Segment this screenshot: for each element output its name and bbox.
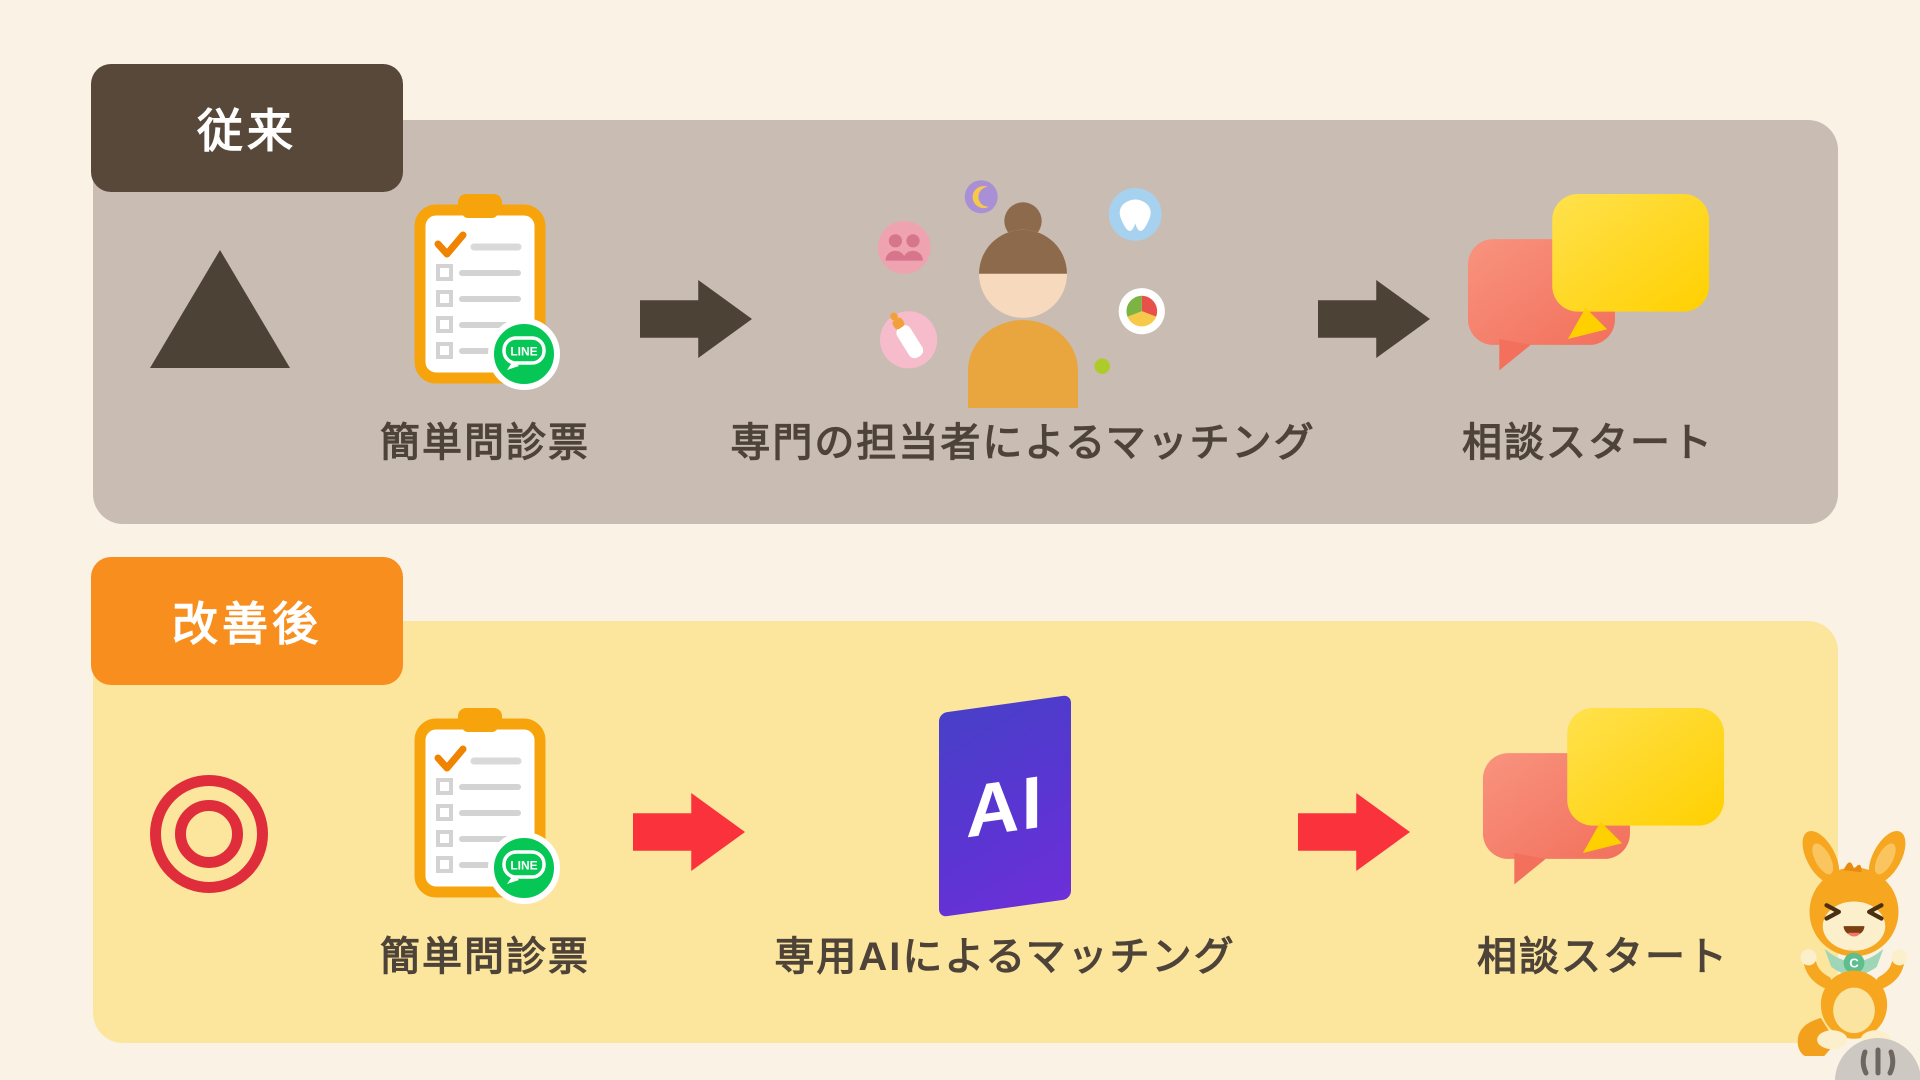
chat-bubbles-graphic xyxy=(1482,707,1724,884)
step-label-consult-start-after: 相談スタート xyxy=(1477,935,1729,979)
step-consult-start-before: 相談スタート xyxy=(1438,186,1738,468)
step-consult-start-after: 相談スタート xyxy=(1448,700,1758,982)
step-label-questionnaire-after: 簡単問診票 xyxy=(380,935,590,979)
double-circle-icon xyxy=(150,775,268,893)
human-agent-icon xyxy=(858,179,1188,408)
ai-badge-graphic: AI xyxy=(939,694,1071,918)
svg-text:LINE: LINE xyxy=(510,859,537,873)
paw-marks-icon xyxy=(1860,1047,1896,1076)
mascot-kangaroo: C xyxy=(1783,800,1920,1059)
line-badge-icon: LINE xyxy=(488,832,560,904)
chat-bubbles-graphic xyxy=(1467,193,1709,370)
panel-after: LINE 簡単問診票 AI 専用AIによるマッチング xyxy=(93,621,1838,1043)
step-questionnaire-after: LINE 簡単問診票 xyxy=(320,700,650,982)
step-label-questionnaire-before: 簡単問診票 xyxy=(380,421,590,465)
tag-after: 改善後 xyxy=(91,557,403,685)
step-label-consult-start-before: 相談スタート xyxy=(1462,421,1714,465)
tag-before: 従来 xyxy=(91,64,403,192)
chat-bubbles-icon xyxy=(1466,186,1711,398)
panel-before: LINE 簡単問診票 xyxy=(93,120,1838,524)
ai-icon: AI xyxy=(939,694,1071,918)
agent-with-topics-icon xyxy=(877,179,1165,408)
arrow-right-icon xyxy=(640,280,752,358)
svg-text:C: C xyxy=(1849,956,1859,971)
kangaroo-character-icon: C xyxy=(1797,831,1908,1059)
step-label-ai-matching: 専用AIによるマッチング xyxy=(774,935,1236,979)
clipboard-line-icon: LINE xyxy=(414,194,560,390)
svg-text:LINE: LINE xyxy=(510,345,537,359)
step-ai-matching: AI 専用AIによるマッチング xyxy=(770,694,1240,982)
clipboard-icon: LINE xyxy=(410,186,560,398)
tag-after-label: 改善後 xyxy=(172,598,322,650)
clipboard-line-icon: LINE xyxy=(414,708,560,904)
line-badge-icon: LINE xyxy=(488,318,560,390)
step-human-matching: 専門の担当者によるマッチング xyxy=(730,179,1314,468)
triangle-icon xyxy=(150,250,290,368)
ai-badge-label: AI xyxy=(966,759,1044,853)
clipboard-icon: LINE xyxy=(410,700,560,912)
step-questionnaire-before: LINE 簡単問診票 xyxy=(320,186,650,468)
corner-circle-badge xyxy=(1835,1038,1920,1080)
tag-before-label: 従来 xyxy=(197,105,297,157)
arrow-right-icon xyxy=(1298,793,1410,871)
arrow-right-icon xyxy=(633,793,745,871)
step-label-human-matching: 専門の担当者によるマッチング xyxy=(730,421,1316,465)
chat-bubbles-icon xyxy=(1481,700,1726,912)
arrow-right-icon xyxy=(1318,280,1430,358)
